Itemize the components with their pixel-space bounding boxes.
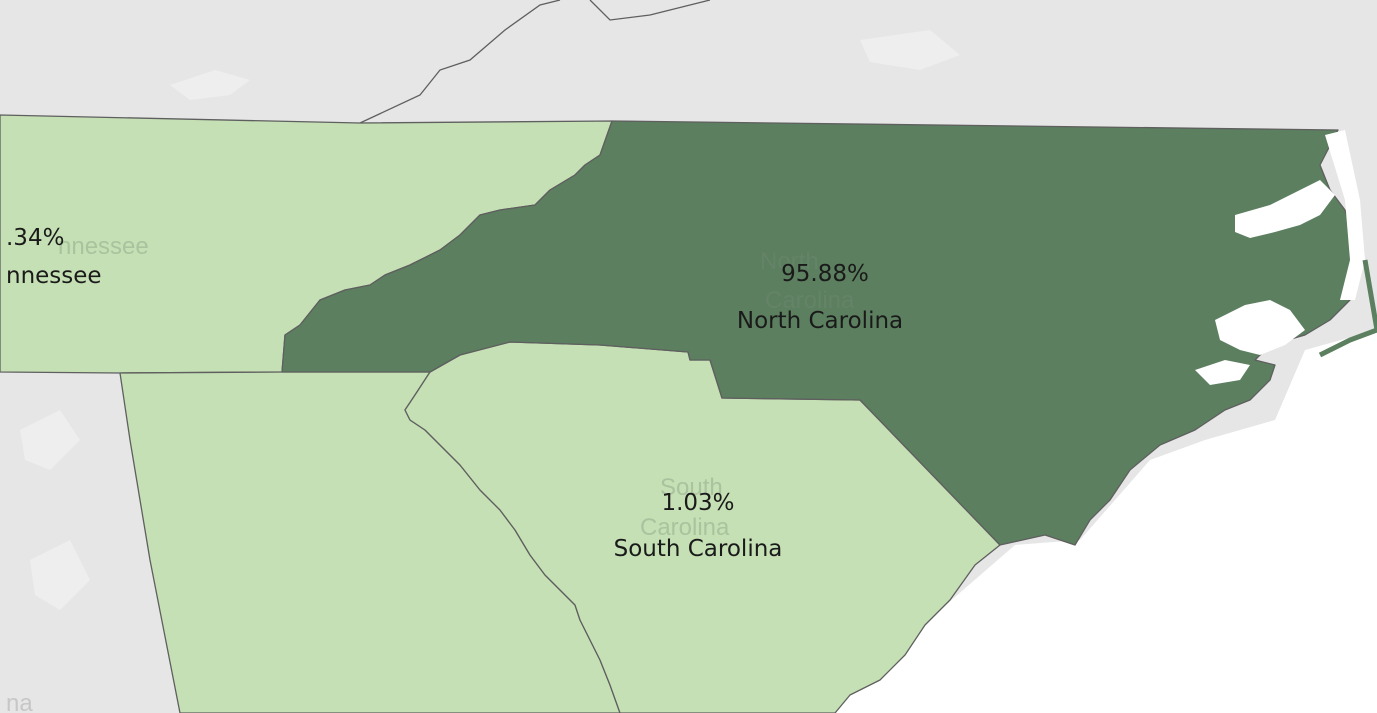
background-border-line xyxy=(359,0,711,124)
ghost-label-south-carolina-line1: South xyxy=(660,474,723,501)
percent-label-south-carolina: 1.03% xyxy=(661,490,734,516)
percent-label-tennessee: .34% xyxy=(6,225,64,251)
coastal-sounds xyxy=(1195,130,1365,385)
ghost-label-north-carolina-line2: Carolina xyxy=(765,287,855,314)
ghost-label-tennessee: nnessee xyxy=(58,233,149,260)
outer-banks xyxy=(1318,259,1377,358)
terrain-texture xyxy=(20,30,960,610)
background-label-na: na xyxy=(6,690,33,713)
name-label-south-carolina: South Carolina xyxy=(614,536,783,562)
percent-label-north-carolina: 95.88% xyxy=(781,261,869,287)
ghost-label-south-carolina-line2: Carolina xyxy=(640,514,730,541)
ocean xyxy=(830,330,1377,713)
ghost-label-north-carolina-line1: North xyxy=(760,248,819,275)
state-north-carolina[interactable] xyxy=(281,120,1359,546)
name-label-north-carolina: North Carolina xyxy=(737,308,903,334)
name-label-tennessee: nnessee xyxy=(6,263,102,289)
